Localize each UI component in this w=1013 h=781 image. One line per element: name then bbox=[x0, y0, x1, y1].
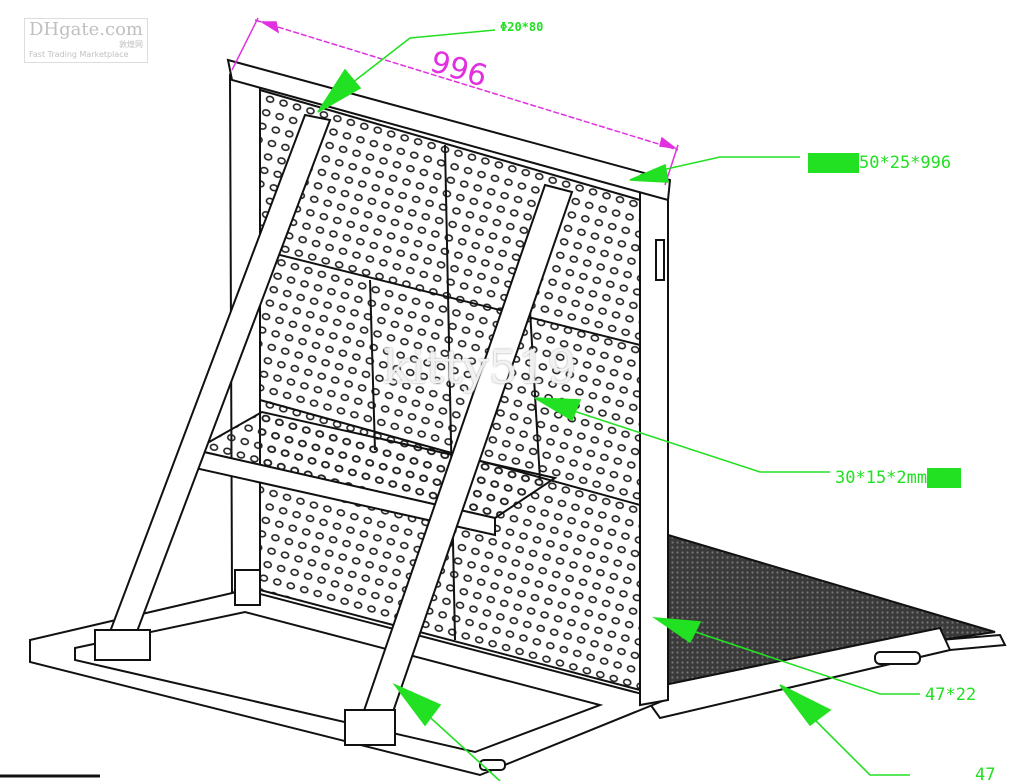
base-slot bbox=[874, 651, 921, 665]
logo-tagline: Fast Trading Marketplace bbox=[29, 50, 129, 59]
callout-prefix: 半圆管 bbox=[808, 153, 859, 173]
arrow-icon bbox=[534, 397, 582, 422]
arrow-icon bbox=[652, 616, 702, 644]
callout-base-tube-1: 47*22 bbox=[925, 685, 977, 705]
base-inner bbox=[74, 610, 604, 754]
leader-lines bbox=[317, 29, 920, 781]
brace-foot bbox=[94, 629, 151, 661]
callout-text: 50*25*996 bbox=[859, 153, 952, 173]
callout-text: 30*15*2mm bbox=[835, 468, 928, 488]
dhgate-logo: DHgate.com 敦煌网 Fast Trading Marketplace bbox=[24, 18, 148, 63]
callout-base-tube-2: 47 bbox=[975, 765, 996, 781]
post-foot bbox=[234, 569, 261, 606]
logo-brand-cn: 敦煌网 bbox=[118, 40, 143, 49]
rear-base-tube bbox=[638, 626, 952, 720]
arrow-icon bbox=[629, 163, 669, 183]
arrowhead-icon bbox=[659, 136, 678, 150]
callout-top-pin: Φ20*80 bbox=[500, 20, 544, 34]
callout-panel-tube: 30*15*2mm的方 bbox=[835, 463, 962, 488]
panel-dividers bbox=[259, 144, 641, 641]
callout-top-rail: 半圆管50*25*996 bbox=[808, 148, 951, 173]
watermark: kitty519 bbox=[383, 340, 577, 394]
callout-suffix: 的方 bbox=[927, 468, 962, 488]
arrow-icon bbox=[779, 684, 832, 727]
arrow-icon bbox=[317, 68, 362, 113]
base-slot bbox=[479, 759, 506, 771]
logo-brand: DHgate.com bbox=[29, 19, 143, 40]
brace-foot bbox=[344, 709, 396, 746]
dimension-line bbox=[231, 17, 679, 186]
latch bbox=[655, 239, 665, 281]
arrow-icon bbox=[392, 683, 442, 727]
arrowhead-icon bbox=[259, 21, 280, 34]
